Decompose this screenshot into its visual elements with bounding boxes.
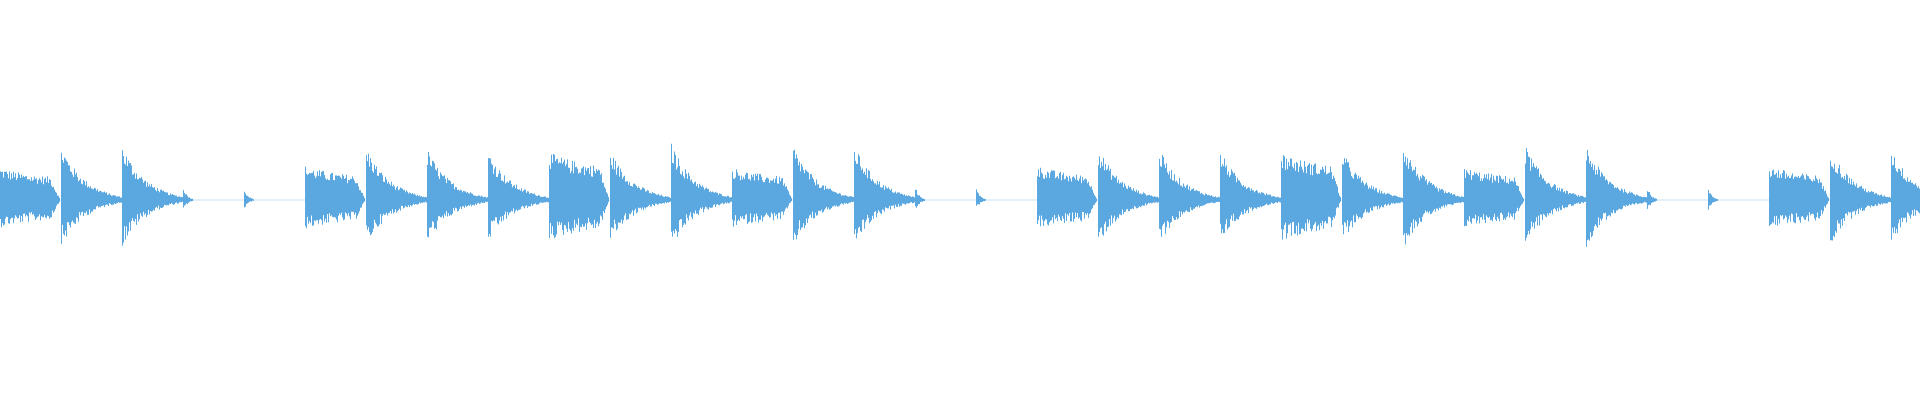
waveform-path xyxy=(0,143,1920,247)
